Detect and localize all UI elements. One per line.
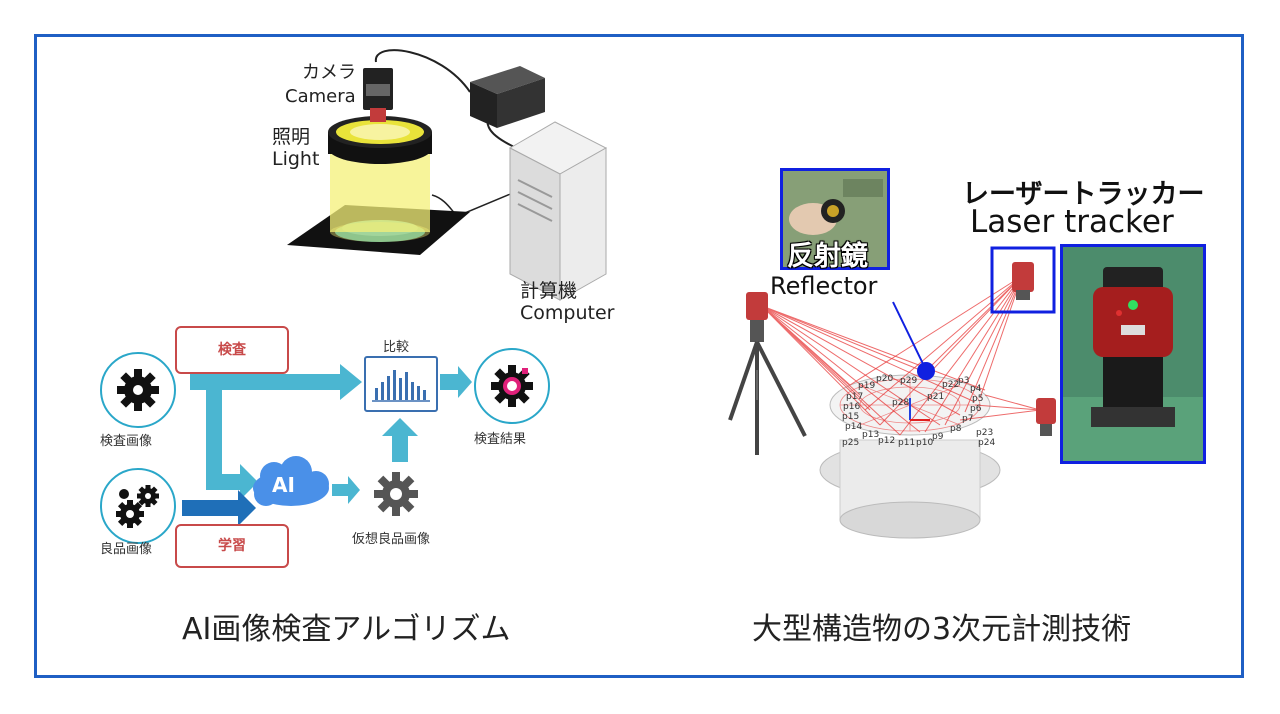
reflector-label-ja: 反射鏡 xyxy=(787,241,868,272)
light-label-ja: 照明 xyxy=(272,126,311,148)
point-label: p11 xyxy=(898,438,916,448)
tracker-label-ja: レーザートラッカー xyxy=(962,179,1205,210)
point-label: p28 xyxy=(892,398,910,408)
ai-cloud-icon xyxy=(253,456,329,506)
inspection-result-label: 検査結果 xyxy=(474,432,527,447)
compare-label: 比較 xyxy=(383,340,410,355)
point-label: p21 xyxy=(927,392,945,402)
point-label: p16 xyxy=(843,402,861,412)
good-image-circle xyxy=(100,468,176,544)
point-label: p8 xyxy=(950,424,962,434)
right-caption: 大型構造物の3次元計測技術 xyxy=(752,612,1132,647)
point-label: p19 xyxy=(858,381,876,391)
reflector-photo xyxy=(780,168,890,270)
left-caption: AI画像検査アルゴリズム xyxy=(182,612,511,647)
point-label: p20 xyxy=(876,374,894,384)
defect-gear-icon xyxy=(491,365,533,407)
point-label: p23 xyxy=(976,428,994,438)
point-label: p15 xyxy=(842,412,860,422)
point-label: p13 xyxy=(862,430,880,440)
point-label: p17 xyxy=(846,392,864,402)
point-label: p3 xyxy=(958,376,970,386)
point-label: p22 xyxy=(942,380,960,390)
reflector-image xyxy=(783,171,887,267)
tracker-label-en: Laser tracker xyxy=(970,204,1174,240)
point-label: p14 xyxy=(845,422,863,432)
tracker-photo xyxy=(1060,244,1206,464)
point-label: p4 xyxy=(970,384,982,394)
point-label: p25 xyxy=(842,438,860,448)
gears-icon xyxy=(116,485,159,528)
good-image-label: 良品画像 xyxy=(100,542,153,557)
compare-chart-box xyxy=(364,356,438,412)
inspection-image-circle xyxy=(100,352,176,428)
point-label: p9 xyxy=(932,432,944,442)
virtual-gear-icon xyxy=(374,472,418,516)
point-label: p5 xyxy=(972,394,984,404)
inspection-image-label: 検査画像 xyxy=(100,434,153,449)
reflector-label-en: Reflector xyxy=(770,272,878,300)
gear-icon xyxy=(117,369,159,411)
virtual-good-image-label: 仮想良品画像 xyxy=(352,532,431,547)
camera-label-ja: カメラ xyxy=(302,62,356,83)
point-label: p12 xyxy=(878,436,896,446)
point-label: p7 xyxy=(962,414,974,424)
point-label: p10 xyxy=(916,438,934,448)
point-label: p6 xyxy=(970,404,982,414)
camera-label-en: Camera xyxy=(285,86,356,107)
tracker-image xyxy=(1063,247,1203,461)
light-label-en: Light xyxy=(272,148,320,170)
bar-chart-icon xyxy=(372,370,430,402)
computer-label-ja: 計算機 xyxy=(520,280,578,302)
result-circle xyxy=(474,348,550,424)
learning-box: 学習 xyxy=(175,524,289,568)
inspection-box: 検査 xyxy=(175,326,289,374)
frame-border xyxy=(34,34,1244,678)
point-label: p24 xyxy=(978,438,996,448)
computer-label-en: Computer xyxy=(520,302,615,324)
point-label: p29 xyxy=(900,376,918,386)
ai-label: AI xyxy=(272,473,295,497)
